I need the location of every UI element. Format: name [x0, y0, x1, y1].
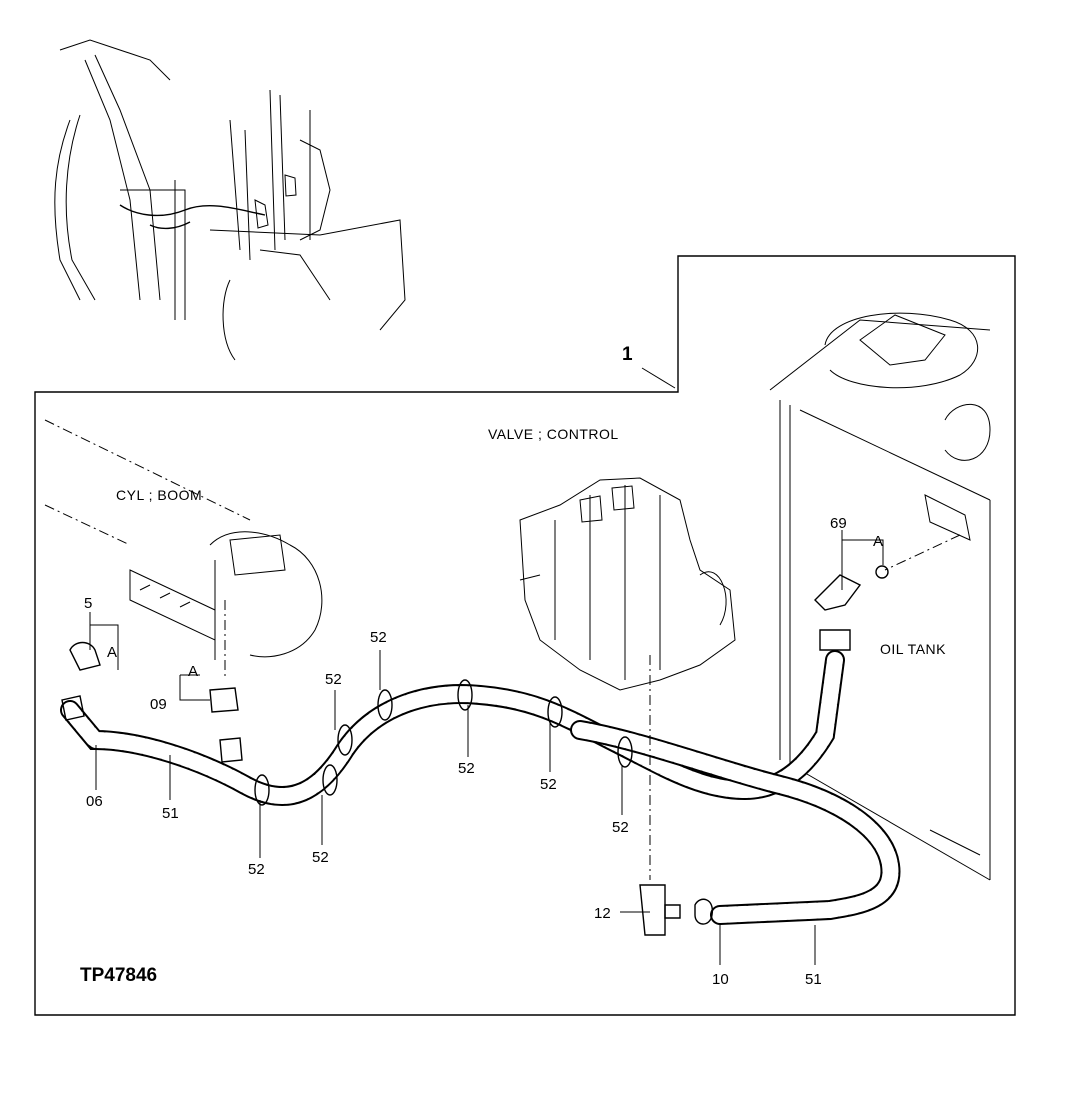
- callout-a-cylinder: A: [107, 644, 117, 661]
- caption-cyl-boom: CYL ; BOOM: [116, 487, 202, 503]
- boom-cylinder-drawing: [44, 419, 323, 660]
- callout-10: 10: [712, 971, 729, 988]
- callout-51-left: 51: [162, 805, 179, 822]
- oil-tank-drawing: [769, 312, 991, 881]
- callout-1: 1: [622, 344, 633, 365]
- callout-5: 5: [84, 595, 92, 612]
- figure-id: TP47846: [80, 965, 157, 986]
- callout-52-f: 52: [540, 776, 557, 793]
- callout-52-d: 52: [370, 629, 387, 646]
- centre-line-tank: [884, 534, 961, 571]
- callout-09: 09: [150, 696, 167, 713]
- caption-oil-tank: OIL TANK: [880, 641, 946, 657]
- callout-52-a: 52: [248, 861, 265, 878]
- callout-52-g: 52: [612, 819, 629, 836]
- fittings: [61, 565, 889, 936]
- caption-valve-control: VALVE ; CONTROL: [488, 426, 619, 442]
- callout-52-e: 52: [458, 760, 475, 777]
- callout-52-b: 52: [312, 849, 329, 866]
- callout-a-tank: A: [873, 533, 883, 550]
- callout-52-c: 52: [325, 671, 342, 688]
- callout-12: 12: [594, 905, 611, 922]
- callout-51-right: 51: [805, 971, 822, 988]
- control-valve-drawing: [519, 477, 736, 691]
- callout-a-fitting-09: A: [188, 663, 198, 680]
- leader-lines: [89, 530, 884, 965]
- machine-overview-sketch: [54, 39, 406, 361]
- callout-06: 06: [86, 793, 103, 810]
- clamps-52: [254, 679, 633, 806]
- callout-69: 69: [830, 515, 847, 532]
- hose-assembly-51: [60, 650, 901, 925]
- detail-frame: [34, 255, 1016, 1016]
